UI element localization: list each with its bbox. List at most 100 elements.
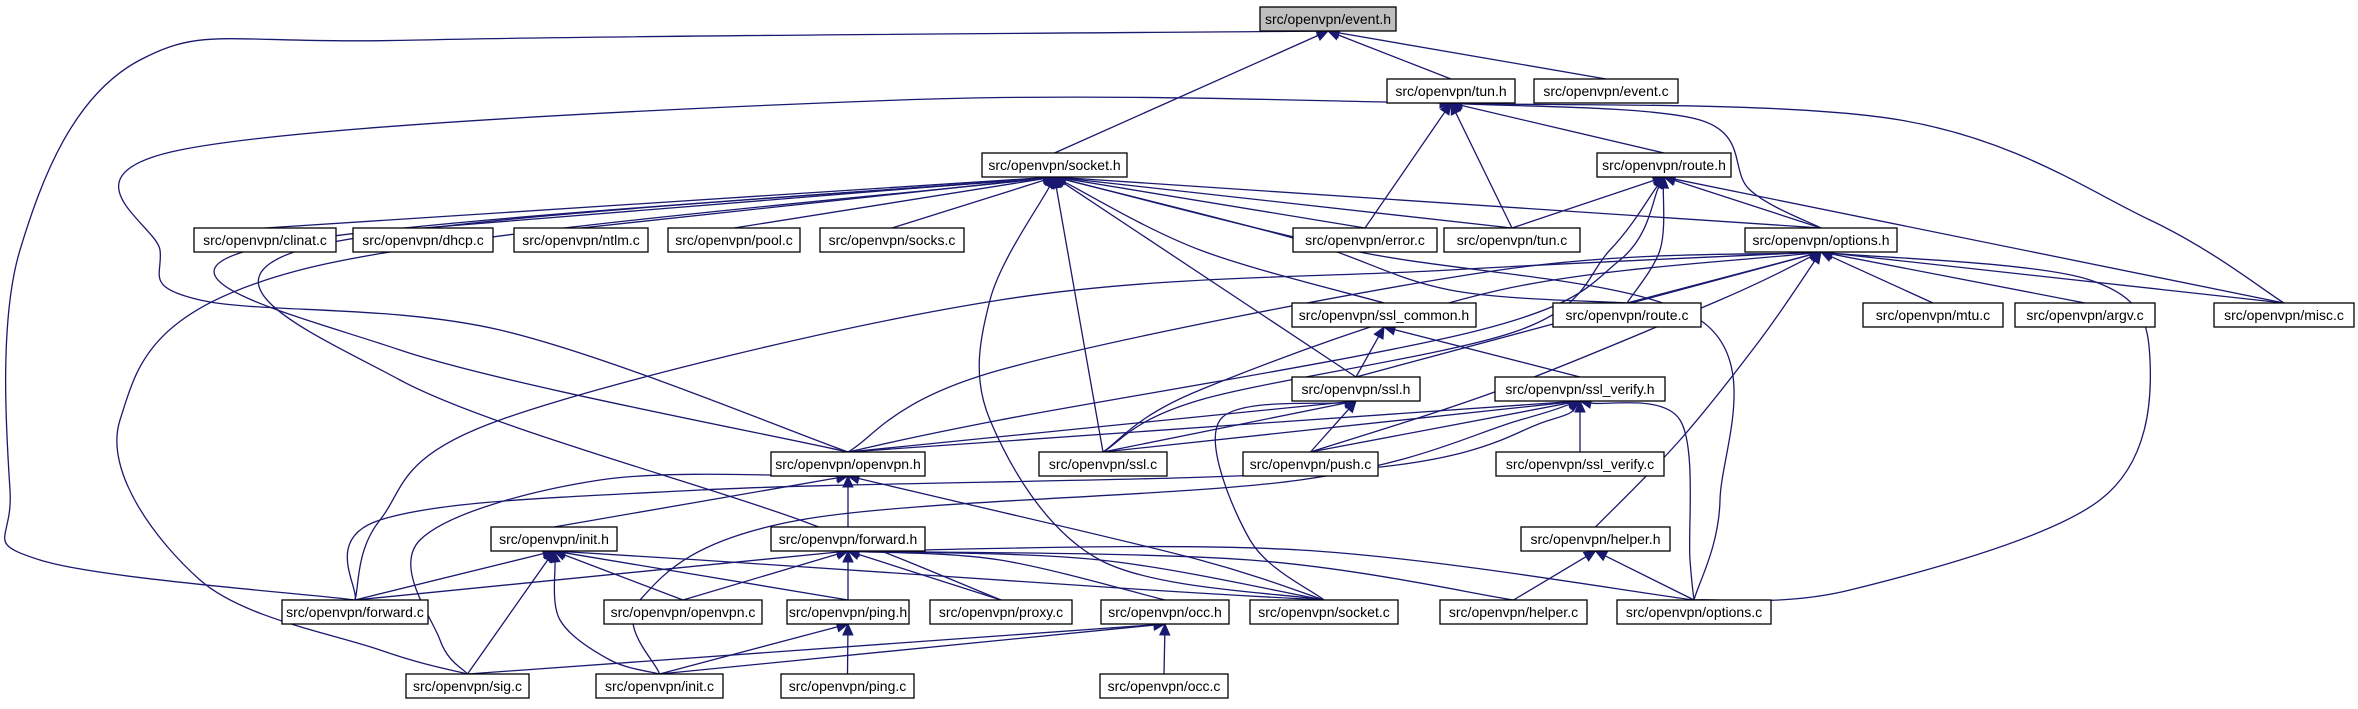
edge-ping_h-to-ping_c	[842, 622, 854, 675]
edge-line	[466, 559, 549, 675]
node-clinat-c[interactable]: src/openvpn/clinat.c	[193, 227, 337, 253]
node-options-c[interactable]: src/openvpn/options.c	[1616, 599, 1772, 625]
node-box	[1291, 376, 1421, 402]
edge-line	[1831, 253, 2086, 304]
edge-line	[1674, 178, 2285, 304]
node-label: src/openvpn/ntlm.c	[522, 232, 640, 248]
node-box	[513, 227, 649, 253]
node-label: src/openvpn/ping.h	[789, 604, 907, 620]
node-label: src/openvpn/helper.c	[1449, 604, 1578, 620]
node-box	[490, 526, 618, 552]
edge-line	[1338, 34, 1452, 80]
node-route-h[interactable]: src/openvpn/route.h	[1596, 152, 1732, 178]
edge-line	[1065, 177, 1822, 229]
node-openvpn-c[interactable]: src/openvpn/openvpn.c	[603, 599, 763, 625]
node-argv-c[interactable]: src/openvpn/argv.c	[2014, 302, 2156, 328]
node-misc-c[interactable]: src/openvpn/misc.c	[2213, 302, 2355, 328]
node-box	[1533, 78, 1679, 104]
edge-line	[847, 401, 1570, 453]
node-box	[1552, 302, 1702, 328]
node-box	[1596, 152, 1732, 178]
node-pool-c[interactable]: src/openvpn/pool.c	[667, 227, 801, 253]
node-push-c[interactable]: src/openvpn/push.c	[1242, 451, 1379, 477]
node-forward-h[interactable]: src/openvpn/forward.h	[770, 526, 926, 552]
node-label: src/openvpn/dhcp.c	[362, 232, 483, 248]
edge-line	[553, 477, 838, 528]
node-label: src/openvpn/proxy.c	[939, 604, 1063, 620]
edge-arrowhead	[1373, 325, 1385, 340]
node-box	[1443, 227, 1581, 253]
node-event-c[interactable]: src/openvpn/event.c	[1533, 78, 1679, 104]
node-label: src/openvpn/occ.h	[1108, 604, 1222, 620]
node-occ-c[interactable]: src/openvpn/occ.c	[1099, 673, 1229, 699]
node-label: src/openvpn/socks.c	[829, 232, 956, 248]
node-error-c[interactable]: src/openvpn/error.c	[1292, 227, 1438, 253]
node-socket-c[interactable]: src/openvpn/socket.c	[1249, 599, 1399, 625]
node-ssl-common-h[interactable]: src/openvpn/ssl_common.h	[1291, 302, 1477, 328]
edge-line	[346, 406, 1574, 601]
node-init-h[interactable]: src/openvpn/init.h	[490, 526, 618, 552]
node-mtu-c[interactable]: src/openvpn/mtu.c	[1862, 302, 2004, 328]
edge-line	[1310, 402, 1570, 453]
edge-event_h-to-socket_h	[1054, 30, 1330, 154]
node-box	[1386, 78, 1516, 104]
node-box	[2213, 302, 2355, 328]
edge-line	[1102, 185, 1658, 453]
node-label: src/openvpn/openvpn.c	[611, 604, 756, 620]
edge-line	[1214, 401, 1346, 601]
node-openvpn-h[interactable]: src/openvpn/openvpn.h	[770, 451, 926, 477]
node-route-c[interactable]: src/openvpn/route.c	[1552, 302, 1702, 328]
node-label: src/openvpn/argv.c	[2026, 307, 2143, 323]
edge-ssl_verify_h-to-options_c	[1578, 397, 1695, 601]
node-event-h[interactable]: src/openvpn/event.h	[1259, 6, 1397, 32]
node-ssl-verify-c[interactable]: src/openvpn/ssl_verify.c	[1495, 451, 1665, 477]
node-ntlm-c[interactable]: src/openvpn/ntlm.c	[513, 227, 649, 253]
node-ssl-verify-h[interactable]: src/openvpn/ssl_verify.h	[1494, 376, 1666, 402]
node-socket-h[interactable]: src/openvpn/socket.h	[981, 152, 1128, 178]
edge-line	[264, 177, 1044, 229]
node-helper-c[interactable]: src/openvpn/helper.c	[1439, 599, 1588, 625]
node-ping-c[interactable]: src/openvpn/ping.c	[780, 673, 915, 699]
node-occ-h[interactable]: src/openvpn/occ.h	[1100, 599, 1230, 625]
edge-line	[1830, 255, 1934, 304]
node-box	[780, 673, 915, 699]
edge-line	[858, 551, 1166, 601]
edge-route_h-to-options_h	[1662, 175, 1822, 229]
edge-line	[1511, 179, 1654, 229]
node-proxy-c[interactable]: src/openvpn/proxy.c	[929, 599, 1073, 625]
node-box	[1291, 302, 1477, 328]
edge-line	[1461, 104, 1665, 154]
node-box	[1099, 673, 1229, 699]
edge-line	[847, 186, 1660, 453]
edge-tun_h-to-openvpn_h	[118, 96, 1453, 453]
node-ssl-h[interactable]: src/openvpn/ssl.h	[1291, 376, 1421, 402]
edge-arrowhead	[1450, 101, 1462, 116]
node-ssl-c[interactable]: src/openvpn/ssl.c	[1038, 451, 1168, 477]
edge-ssl_common_h-to-ssl_verify_h	[1382, 324, 1581, 378]
node-forward-c[interactable]: src/openvpn/forward.c	[281, 599, 429, 625]
node-ping-h[interactable]: src/openvpn/ping.h	[786, 599, 910, 625]
edge-line	[1310, 408, 1350, 453]
edge-forward_h-to-openvpn_c	[682, 548, 850, 601]
node-sig-c[interactable]: src/openvpn/sig.c	[405, 673, 530, 699]
edge-line	[1064, 181, 1385, 304]
node-label: src/openvpn/event.c	[1543, 83, 1668, 99]
node-tun-h[interactable]: src/openvpn/tun.h	[1386, 78, 1516, 104]
node-box	[595, 673, 724, 699]
edge-arrowhead	[1582, 550, 1597, 562]
nodes-layer: src/openvpn/event.h src/openvpn/tun.h src/…	[193, 6, 2355, 699]
edge-event_h-to-tun_h	[1326, 29, 1452, 80]
node-init-c[interactable]: src/openvpn/init.c	[595, 673, 724, 699]
node-options-h[interactable]: src/openvpn/options.h	[1744, 227, 1898, 253]
edge-arrowhead	[842, 474, 854, 488]
node-label: src/openvpn/ping.c	[789, 678, 907, 694]
node-socks-c[interactable]: src/openvpn/socks.c	[819, 227, 965, 253]
node-box	[786, 599, 910, 625]
node-tun-c[interactable]: src/openvpn/tun.c	[1443, 227, 1581, 253]
node-dhcp-c[interactable]: src/openvpn/dhcp.c	[352, 227, 494, 253]
edge-event_h-to-forward_c	[4, 25, 1330, 601]
node-label: src/openvpn/ssl.h	[1302, 381, 1411, 397]
node-helper-h[interactable]: src/openvpn/helper.h	[1520, 526, 1671, 552]
node-box	[981, 152, 1128, 178]
